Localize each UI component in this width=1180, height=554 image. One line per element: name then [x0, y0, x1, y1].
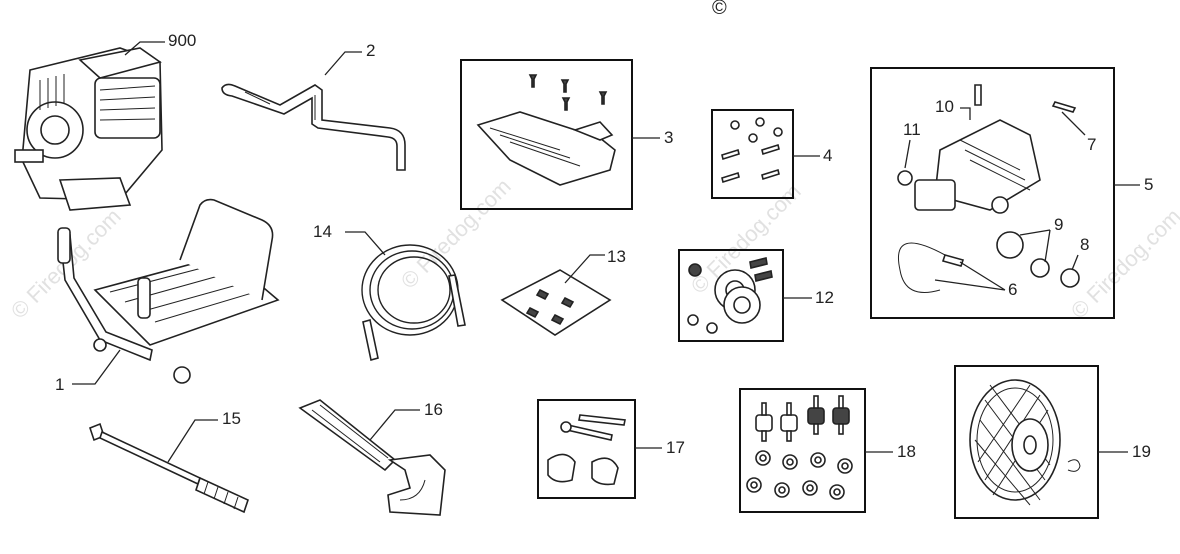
part-number-14: 14: [313, 222, 332, 241]
part-number-4: 4: [823, 146, 832, 165]
hose-icon: [361, 244, 466, 362]
part-number-6: 6: [1008, 280, 1017, 299]
handle-icon: [221, 83, 406, 171]
part-box-17: [537, 399, 636, 499]
frame-icon: [57, 198, 280, 384]
part-number-7: 7: [1087, 135, 1096, 154]
screw-icon-group: [528, 74, 608, 111]
part-number-15: 15: [222, 409, 241, 428]
part-box-5: [870, 67, 1115, 319]
spray-wand-icon: [89, 422, 249, 514]
part-number-16: 16: [424, 400, 443, 419]
part-number-11: 11: [903, 120, 921, 139]
part-box-19: [954, 365, 1099, 519]
part-box-3: [460, 59, 633, 210]
part-number-8: 8: [1080, 235, 1089, 254]
part-box-12: [678, 249, 784, 342]
part-number-9: 9: [1054, 215, 1063, 234]
part-number-5: 5: [1144, 175, 1153, 194]
part-number-10: 10: [935, 97, 954, 116]
engine-icon: [14, 47, 163, 211]
spray-gun-icon: [298, 399, 446, 516]
copyright-mark: ©: [712, 0, 727, 19]
cover-icon: [476, 111, 616, 186]
part-number-17: 17: [666, 438, 685, 457]
part-number-3: 3: [664, 128, 673, 147]
mounts-nuts-icon: [746, 395, 853, 500]
bearings-icon: [687, 257, 773, 334]
part-number-900: 900: [168, 31, 196, 50]
part-number-2: 2: [366, 41, 375, 60]
bolts-washers-icon: [721, 117, 783, 184]
watermark-4: © Firedog.com: [1066, 204, 1180, 324]
hardware-bag-icon: [500, 269, 612, 336]
part-number-18: 18: [897, 442, 916, 461]
wheel-icon: [969, 379, 1081, 506]
part-number-19: 19: [1132, 442, 1151, 461]
part-number-1: 1: [55, 375, 64, 394]
handle-bolts-icon: [547, 414, 626, 486]
pump-icon: [897, 84, 1080, 293]
part-number-13: 13: [607, 247, 626, 266]
part-box-18: [739, 388, 866, 513]
part-number-12: 12: [815, 288, 834, 307]
part-box-4: [711, 109, 794, 199]
